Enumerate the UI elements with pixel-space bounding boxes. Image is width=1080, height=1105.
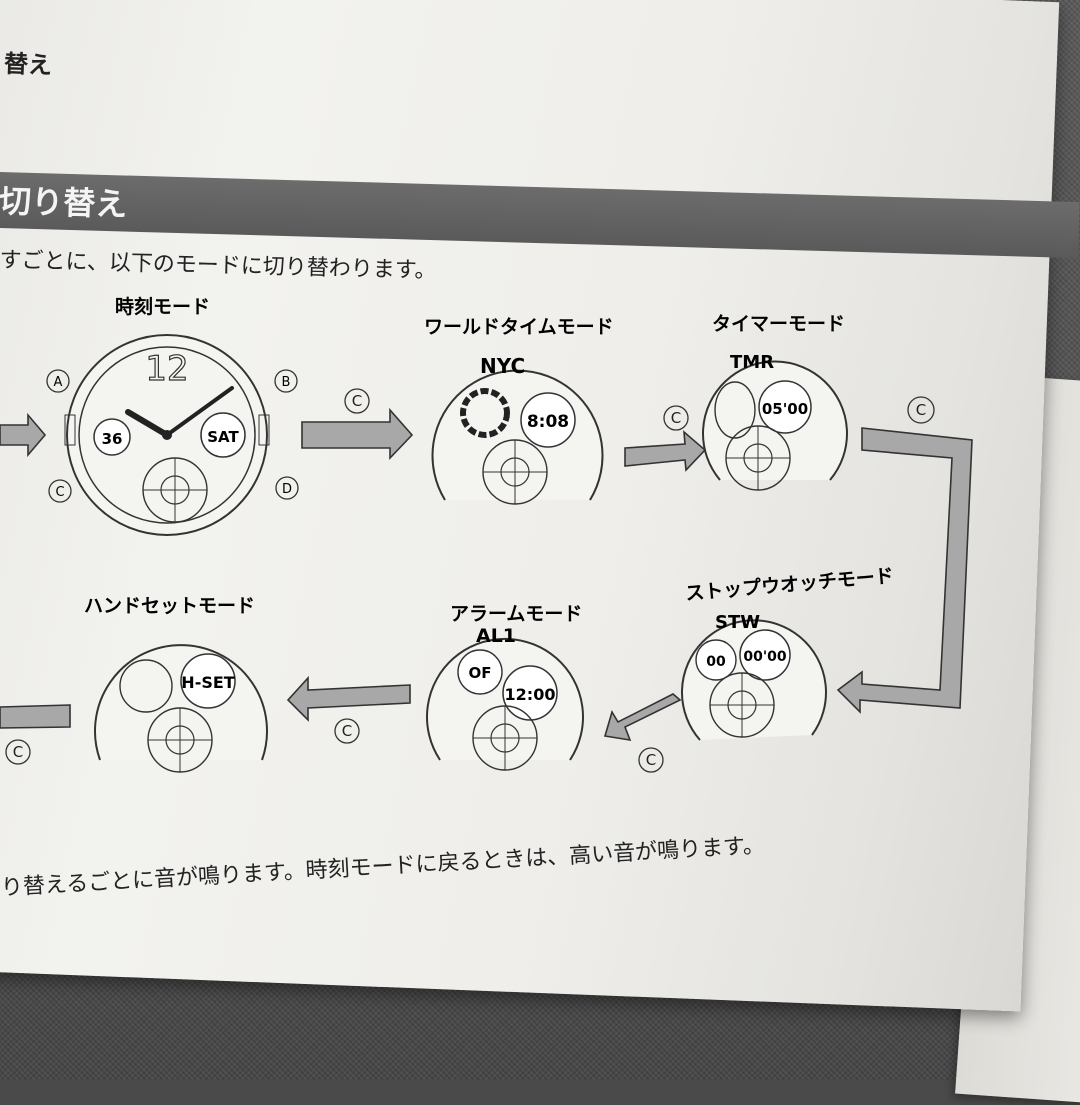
watch-alarm: AL1 OF 12:00 — [426, 625, 584, 771]
button-b: B — [274, 369, 298, 393]
watch-hand-set: H-SET — [94, 644, 268, 773]
stopwatch-code: STW — [715, 612, 760, 633]
button-a: A — [46, 369, 70, 393]
timer-code: TMR — [730, 352, 774, 373]
svg-text:B: B — [282, 375, 291, 390]
watch-stopwatch: STW 00 00'00 — [681, 612, 827, 741]
watch-world-time: NYC 8:08 — [431, 354, 604, 505]
mode-diagram: 時刻モード ワールドタイムモード タイマーモード ストップウオッチモード アラー… — [0, 295, 973, 773]
svg-text:D: D — [282, 482, 292, 497]
mode-title-stopwatch: ストップウオッチモード — [684, 564, 894, 605]
mode-title-world-time: ワールドタイムモード — [424, 316, 614, 338]
button-c: C — [48, 479, 72, 503]
arrow-to-world-time — [301, 407, 414, 460]
watch-timekeeping: 12 36 SAT — [64, 334, 270, 536]
mode-title-hand-set: ハンドセットモード — [84, 595, 255, 617]
arrow-out-of-hand-set — [0, 704, 71, 729]
mode-title-timekeeping: 時刻モード — [115, 295, 210, 318]
stopwatch-left-display: 00 — [706, 654, 726, 670]
watch-timer: TMR 05'00 — [702, 352, 848, 491]
transition-arrows — [0, 407, 973, 742]
alarm-right-display: 12:00 — [505, 685, 556, 704]
alarm-left-display: OF — [469, 664, 492, 682]
svg-text:C: C — [671, 409, 681, 427]
svg-text:C: C — [352, 392, 362, 410]
svg-text:C: C — [55, 485, 64, 500]
arrow-to-alarm — [603, 693, 682, 742]
svg-text:C: C — [916, 401, 926, 419]
hand-set-display: H-SET — [181, 673, 234, 692]
alarm-code: AL1 — [476, 625, 516, 647]
arrow-to-timer — [624, 430, 707, 472]
mode-title-timer: タイマーモード — [712, 313, 845, 335]
button-d: D — [275, 476, 299, 500]
world-time-display: 8:08 — [527, 412, 569, 432]
timekeeping-left-display: 36 — [102, 430, 123, 448]
world-time-code: NYC — [480, 354, 525, 378]
svg-text:A: A — [54, 375, 63, 390]
timer-display: 05'00 — [762, 400, 808, 418]
stopwatch-right-display: 00'00 — [743, 649, 787, 665]
mode-title-alarm: アラームモード — [450, 603, 582, 625]
arrow-to-hand-set — [286, 675, 411, 722]
svg-text:C: C — [646, 751, 656, 769]
svg-text:C: C — [342, 722, 352, 740]
dial-number-12: 12 — [145, 349, 188, 389]
svg-text:C: C — [13, 743, 23, 761]
timekeeping-right-display: SAT — [207, 428, 239, 446]
transition-c-labels: C C C C C C — [5, 388, 935, 773]
arrow-into-timekeeping — [0, 412, 47, 458]
arrow-to-stopwatch — [836, 427, 973, 714]
